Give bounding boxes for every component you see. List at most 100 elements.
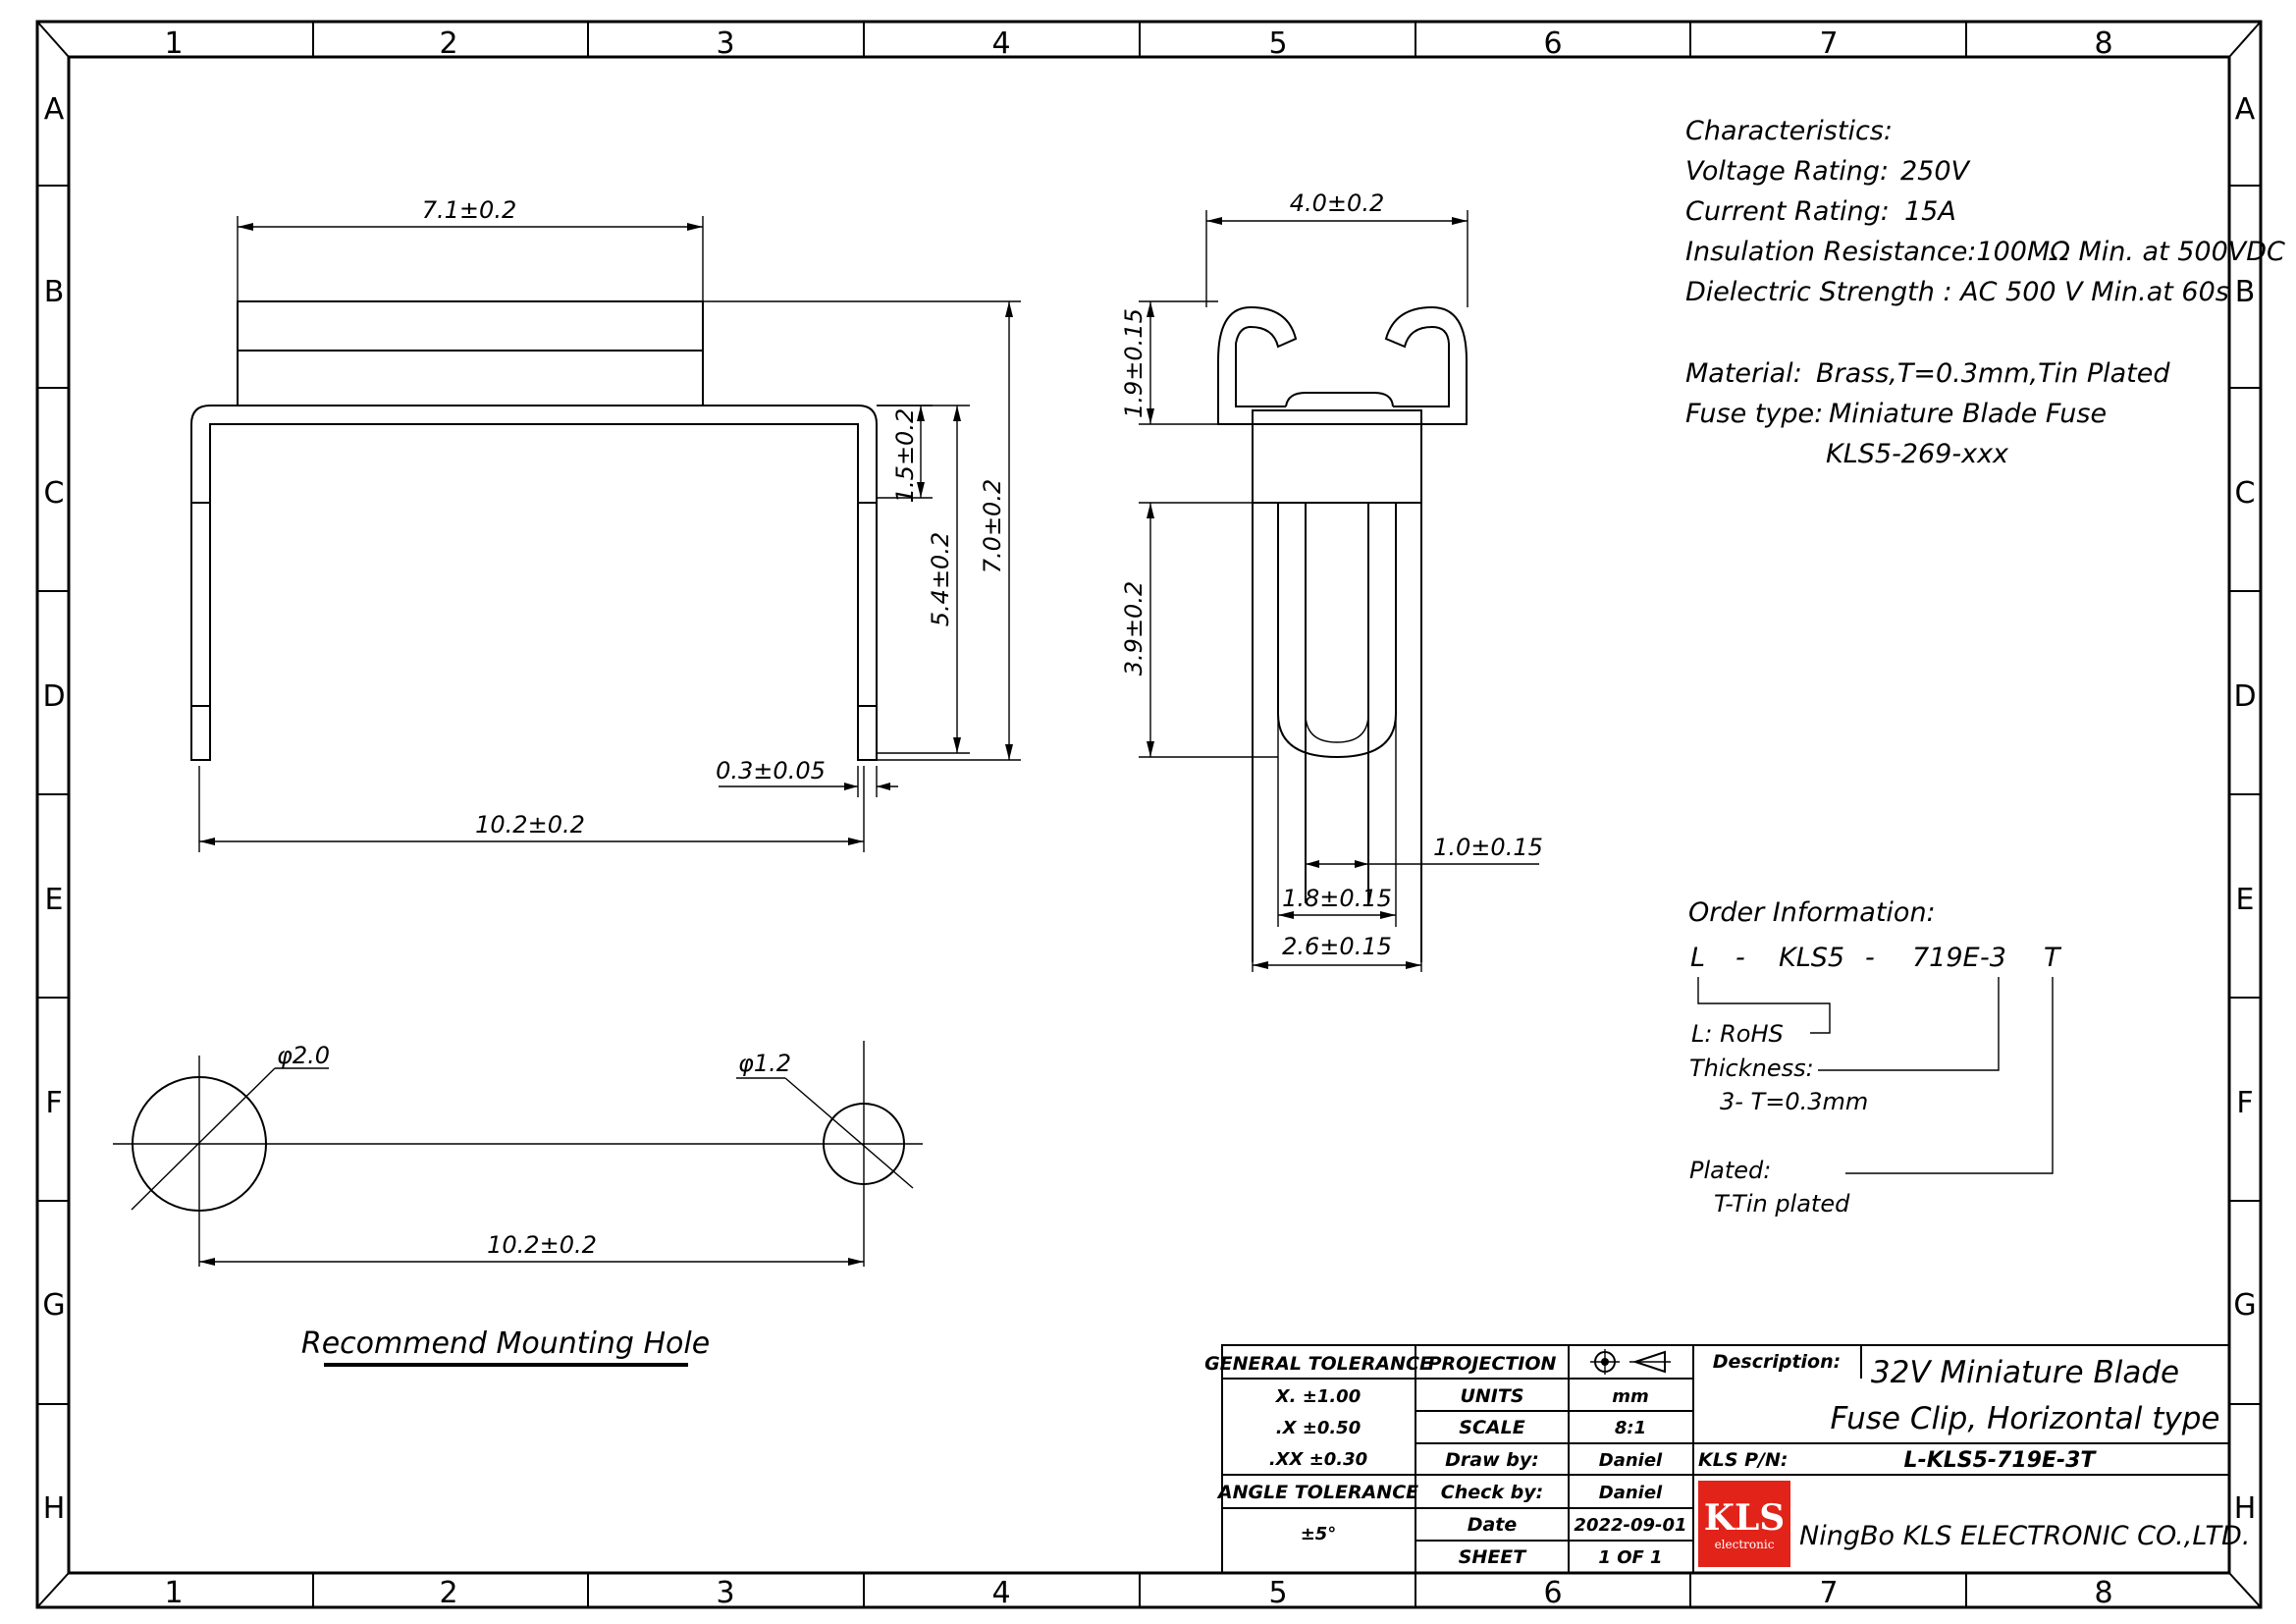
order-code-l: L: [1690, 943, 1705, 973]
order-plated-label: Plated:: [1689, 1157, 1771, 1184]
tb-tol-x2: .XX ±0.30: [1269, 1449, 1367, 1470]
row-label-left-c: C: [44, 476, 65, 511]
tb-tol-x: X. ±1.00: [1275, 1386, 1361, 1407]
right-hook: [1384, 305, 1468, 425]
row-label-left-g: G: [42, 1288, 65, 1323]
col-label-bottom-5: 5: [1268, 1576, 1287, 1610]
order-rohs: L: RoHS: [1691, 1020, 1784, 1048]
row-label-left-a: A: [44, 92, 65, 127]
dim-diameter-1-2: φ1.2: [738, 1050, 791, 1077]
char-insulation: Insulation Resistance:100MΩ Min. at 500V…: [1685, 237, 2285, 267]
col-label-top-4: 4: [991, 27, 1010, 61]
side-view: 7.1±0.2 10.2±0.2 0.3±0.05 1.5±0.2 5.4±0.…: [190, 196, 1021, 852]
tb-check-label: Check by:: [1441, 1482, 1543, 1503]
left-hook: [1217, 305, 1298, 425]
tb-scale-value: 8:1: [1615, 1418, 1646, 1438]
characteristics-block: Characteristics: Voltage Rating: 250V Cu…: [1685, 116, 2285, 469]
tb-description-label: Description:: [1713, 1351, 1842, 1373]
tb-units-value: mm: [1612, 1386, 1649, 1407]
order-thickness-label: Thickness:: [1689, 1055, 1814, 1082]
dim-width-2-6: 2.6±0.15: [1282, 933, 1392, 960]
tb-draw-label: Draw by:: [1445, 1449, 1539, 1471]
front-view: 4.0±0.2 1.9±0.15 3.9±0.2 1.0±0.15 1.8±0.…: [1120, 189, 1543, 972]
tb-description-line2: Fuse Clip, Horizontal type: [1831, 1401, 2220, 1436]
row-label-right-a: A: [2235, 92, 2256, 127]
tb-angle-tolerance: ANGLE TOLERANCE: [1216, 1482, 1418, 1503]
tb-angle-value: ±5°: [1301, 1524, 1337, 1544]
tb-check-value: Daniel: [1599, 1483, 1663, 1503]
row-label-right-c: C: [2235, 476, 2256, 511]
tb-draw-value: Daniel: [1599, 1450, 1663, 1471]
col-label-bottom-4: 4: [991, 1576, 1010, 1610]
tb-general-tolerance: GENERAL TOLERANCE: [1204, 1353, 1432, 1375]
drawing-border: [35, 20, 2263, 1609]
column-ticks-top: [37, 22, 2261, 1607]
row-label-right-f: F: [2236, 1086, 2253, 1120]
dim-height-7-0: 7.0±0.2: [979, 479, 1006, 573]
dim-height-1-5: 1.5±0.2: [891, 408, 919, 503]
tb-pn-label: KLS P/N:: [1698, 1449, 1789, 1471]
tb-pn-value: L-KLS5-719E-3T: [1904, 1448, 2098, 1473]
clip-front-body: [1252, 409, 1422, 504]
row-label-right-g: G: [2233, 1288, 2256, 1323]
order-code-dash2: -: [1865, 943, 1875, 973]
tb-date-label: Date: [1468, 1514, 1518, 1536]
col-label-top-2: 2: [439, 27, 457, 61]
dim-width-10-2: 10.2±0.2: [475, 811, 585, 839]
char-dielectric: Dielectric Strength : AC 500 V Min.at 60…: [1685, 277, 2229, 307]
char-heading: Characteristics:: [1685, 116, 1893, 146]
mounting-title: Recommend Mounting Hole: [301, 1326, 710, 1361]
dim-width-1-0: 1.0±0.15: [1433, 834, 1543, 861]
projection-symbol-icon: [1590, 1349, 1671, 1375]
col-label-top-5: 5: [1268, 27, 1287, 61]
dim-height-3-9: 3.9±0.2: [1120, 581, 1148, 676]
row-label-left-e: E: [45, 883, 64, 917]
row-label-left-d: D: [42, 679, 65, 714]
dim-diameter-2-0: φ2.0: [277, 1042, 330, 1069]
row-label-left-h: H: [43, 1491, 66, 1526]
dim-thickness-0-3: 0.3±0.05: [716, 757, 826, 785]
col-label-bottom-3: 3: [716, 1576, 734, 1610]
kls-logo: KLS electronic: [1698, 1481, 1790, 1567]
dim-width-7-1: 7.1±0.2: [422, 196, 516, 224]
order-code-kls5: KLS5: [1779, 943, 1844, 973]
clip-top-body: [237, 300, 704, 406]
col-label-top-8: 8: [2094, 27, 2112, 61]
dim-pitch-10-2: 10.2±0.2: [487, 1231, 597, 1259]
row-label-right-e: E: [2236, 883, 2255, 917]
col-label-bottom-6: 6: [1543, 1576, 1562, 1610]
dim-width-4-0: 4.0±0.2: [1290, 189, 1384, 217]
col-label-top-6: 6: [1543, 27, 1562, 61]
col-label-bottom-7: 7: [1819, 1576, 1838, 1610]
order-code-dash1: -: [1735, 943, 1745, 973]
tb-units-label: UNITS: [1460, 1385, 1523, 1407]
dim-height-1-9: 1.9±0.15: [1120, 308, 1148, 418]
row-label-right-h: H: [2234, 1491, 2257, 1526]
tb-tol-x1: .X ±0.50: [1276, 1418, 1361, 1438]
char-voltage-value: 250V: [1900, 156, 1972, 187]
kls-logo-text: KLS: [1704, 1497, 1786, 1539]
order-info-block: Order Information: L - KLS5 - 719E -3 T …: [1688, 897, 2062, 1218]
tb-sheet-value: 1 OF 1: [1598, 1547, 1662, 1568]
clip-side-outline: [190, 405, 878, 761]
order-heading: Order Information:: [1688, 897, 1936, 928]
tb-scale-label: SCALE: [1459, 1417, 1524, 1438]
order-code-t: T: [2044, 943, 2062, 973]
tb-company: NingBo KLS ELECTRONIC CO.,LTD.: [1799, 1521, 2250, 1551]
mounting-hole-view: φ2.0 φ1.2 10.2±0.2 Recommend Mounting Ho…: [113, 1041, 923, 1367]
char-current-value: 15A: [1904, 196, 1956, 227]
tb-description-line1: 32V Miniature Blade: [1871, 1355, 2179, 1390]
char-material-label: Material:: [1685, 358, 1802, 389]
grid-labels: 1 2 3 4 5 6 7 8 1 2 3 4 5 6 7 8 A B C D …: [42, 27, 2256, 1610]
tb-sheet-label: SHEET: [1459, 1546, 1528, 1568]
char-material-value: Brass,T=0.3mm,Tin Plated: [1816, 358, 2170, 389]
order-plated-value: T-Tin plated: [1714, 1190, 1850, 1218]
char-fuse-type-model: KLS5-269-xxx: [1826, 439, 2009, 469]
row-label-left-b: B: [44, 275, 65, 309]
order-thickness-value: 3- T=0.3mm: [1720, 1088, 1868, 1115]
tb-projection: PROJECTION: [1428, 1353, 1557, 1375]
row-label-left-f: F: [45, 1086, 62, 1120]
col-label-bottom-1: 1: [164, 1576, 183, 1610]
char-voltage-label: Voltage Rating:: [1685, 156, 1889, 187]
